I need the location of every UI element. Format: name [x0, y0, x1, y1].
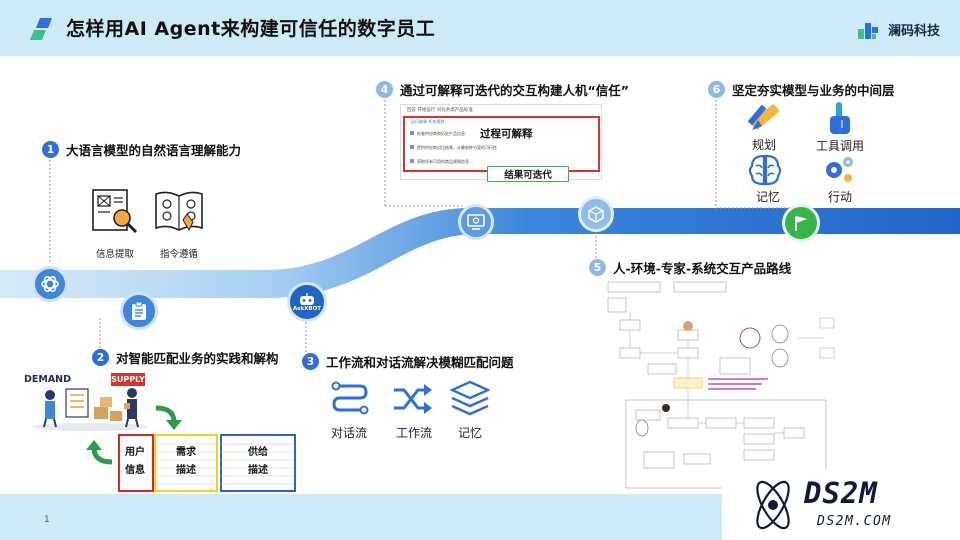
- step-3-item-0: 对话流: [331, 426, 368, 440]
- gears-icon: [826, 157, 853, 182]
- dialog-flow-icon: [331, 381, 369, 415]
- step-2-text: 对智能匹配业务的实践和解构: [116, 351, 279, 366]
- system-node: [578, 196, 614, 232]
- step-6-title: 6 坚定夯实模型与业务的中间层: [708, 80, 895, 99]
- step-1-number: 1: [42, 141, 59, 158]
- askxbot-label: AskXBOT: [292, 305, 322, 312]
- brain-icon: [748, 154, 782, 186]
- user-info-line2: 信息: [125, 465, 145, 476]
- screenshot-row-2: 提供供应商对比结果，计算各种方案的可行性: [417, 145, 497, 150]
- user-info-line1: 用户: [125, 447, 145, 458]
- step-3-number: 3: [302, 353, 319, 370]
- screenshot-row-3: 获取所有可用的商品规格信息...: [417, 159, 473, 164]
- demand-desc-line2: 描述: [176, 465, 196, 476]
- step-6-item-0: 规划: [752, 138, 777, 152]
- user-info-table: 用户 信息: [118, 434, 154, 492]
- monitor-icon: [467, 214, 485, 230]
- explainable-process-highlight: [403, 116, 600, 172]
- clipboard-icon: [132, 302, 146, 320]
- step-6-text: 坚定夯实模型与业务的中间层: [732, 83, 895, 98]
- step-3-item-1: 工作流: [396, 426, 433, 440]
- step-4-number: 4: [376, 81, 393, 98]
- step-5-number: 5: [589, 259, 606, 276]
- step-4-title: 4 通过可解释可迭代的交互构建人机“信任”: [376, 80, 629, 99]
- step-6-item-1: 工具调用: [816, 139, 865, 153]
- step-1-item-0: 信息提取: [96, 249, 135, 260]
- shuffle-icon: [394, 384, 432, 414]
- header-bar: [0, 0, 960, 56]
- step-2-number: 2: [92, 349, 109, 366]
- brand-logo: 澜码科技: [857, 20, 940, 39]
- iterable-result-label: 结果可迭代: [487, 166, 569, 182]
- clipboard-node: [120, 292, 158, 330]
- supply-label: SUPPLY: [111, 373, 145, 386]
- layers-icon: [450, 380, 490, 416]
- openai-icon: [41, 275, 59, 293]
- step-1-title: 1 大语言模型的自然语言理解能力: [42, 140, 241, 159]
- askxbot-node: AskXBOT: [287, 282, 327, 322]
- band-shape: [0, 208, 960, 298]
- supply-desc-table: 供给 描述: [220, 434, 296, 492]
- document-search-icon: [92, 189, 138, 234]
- screenshot-row-0: 运行结果 任务规划: [411, 119, 445, 124]
- brand-name: 澜码科技: [887, 24, 940, 39]
- step-3-text: 工作流和对话流解决模糊匹配问题: [326, 355, 514, 370]
- planning-icon: [748, 104, 779, 130]
- step-1-item-1: 指令遵循: [160, 249, 199, 260]
- curved-arrow-up-icon: [86, 440, 113, 465]
- cube-icon: [588, 206, 604, 223]
- step-6-item-3: 行动: [828, 190, 853, 204]
- atom-logo-icon: [756, 480, 790, 530]
- watermark-main: DS2M: [804, 476, 878, 510]
- watermark-sub: DS2M.COM: [817, 514, 892, 529]
- page-title: 怎样用AI Agent来构建可信任的数字员工: [66, 18, 436, 40]
- step-6-number: 6: [708, 81, 725, 98]
- app-logo-icon: [30, 18, 52, 40]
- supply-desc-line1: 供给: [248, 447, 268, 458]
- step-2-title: 2 对智能匹配业务的实践和解构: [92, 348, 279, 367]
- curved-arrow-down-icon: [155, 405, 182, 430]
- explain-node: [458, 204, 494, 240]
- supply-demand-illustration: [32, 388, 148, 431]
- hand-pointer-icon: [830, 102, 850, 134]
- demand-label: DEMAND: [24, 374, 72, 385]
- robot-icon: [300, 292, 314, 305]
- demand-desc-table: 需求 描述: [154, 434, 218, 492]
- demand-desc-line1: 需求: [176, 447, 196, 458]
- flag-icon: [795, 216, 807, 231]
- step-5-title: 5 人-环境-专家-系统交互产品路线: [589, 258, 791, 277]
- screenshot-header: 回答 开始运行 对比各类产品标准: [407, 108, 473, 113]
- page-number: 1: [44, 515, 50, 525]
- step-4-text: 通过可解释可迭代的交互构建人机“信任”: [400, 83, 629, 98]
- instruction-book-icon: [155, 191, 203, 232]
- brand-icon: [857, 22, 878, 39]
- step-6-item-2: 记忆: [756, 190, 781, 204]
- supply-desc-line2: 描述: [248, 465, 268, 476]
- product-roadmap-flowchart: [607, 281, 835, 489]
- step-3-title: 3 工作流和对话流解决模糊匹配问题: [302, 352, 514, 371]
- screenshot-row-1: 检查供应商和历史产品信息: [417, 131, 465, 136]
- step-3-item-2: 记忆: [458, 426, 483, 440]
- step-1-text: 大语言模型的自然语言理解能力: [66, 143, 242, 158]
- step-5-text: 人-环境-专家-系统交互产品路线: [613, 261, 792, 276]
- openai-node: [32, 266, 68, 302]
- explainable-process-label: 过程可解释: [480, 128, 533, 140]
- table-grid-lines: [156, 443, 294, 485]
- flag-node: [782, 204, 820, 242]
